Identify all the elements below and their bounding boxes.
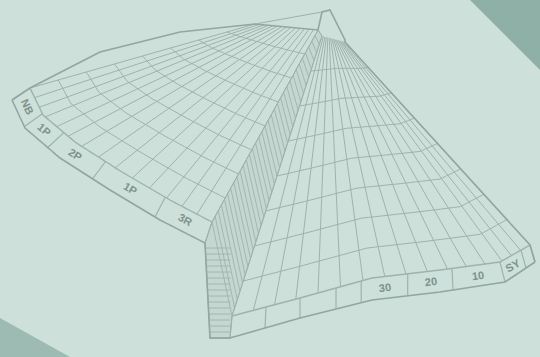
drawing-line: [243, 220, 507, 281]
drawing-line: [68, 26, 277, 136]
drawing-line: [86, 72, 238, 174]
drawing-line: [205, 222, 212, 243]
drawing-line: [240, 171, 256, 242]
drawing-line: [452, 268, 453, 290]
drawing-line: [277, 144, 438, 177]
table-corner: [470, 0, 540, 70]
drawing-line: [231, 188, 248, 267]
drawing-line: [209, 320, 230, 321]
drawing-line: [361, 281, 362, 303]
drawing-line: [312, 41, 317, 52]
drawing-line: [206, 254, 231, 255]
drawing-line: [12, 100, 205, 243]
drawing-line: [246, 160, 261, 226]
drawing-line: [268, 120, 280, 167]
drawing-line: [82, 27, 282, 147]
drawing-line: [345, 42, 535, 262]
drawing-line: [284, 92, 293, 127]
drawing-line: [132, 28, 295, 178]
drawing-line: [205, 30, 322, 338]
drawing-line: [249, 154, 263, 217]
table-corner: [0, 318, 70, 357]
drawing-line: [199, 40, 292, 78]
section-label: 20: [424, 276, 437, 288]
drawing-line: [521, 250, 526, 268]
drawing-line: [335, 288, 336, 309]
drawing-line: [318, 30, 322, 36]
section-label: 30: [378, 281, 391, 293]
drawing-line: [300, 93, 392, 106]
drawing-line: [206, 260, 231, 261]
section-label: 10: [471, 269, 485, 282]
drawing-line: [234, 183, 251, 259]
drawing-line: [227, 32, 305, 54]
drawing-line: [209, 326, 230, 327]
drawing-line: [210, 332, 231, 333]
drawing-line: [293, 75, 301, 102]
drawing-line: [315, 36, 320, 45]
drawing-line: [271, 115, 282, 160]
drawing-line: [205, 243, 230, 338]
drawing-line: [143, 56, 266, 126]
drawing-line: [299, 298, 300, 318]
drawing-line: [287, 87, 296, 119]
drawing-line: [232, 245, 530, 316]
drawing-line: [302, 58, 308, 77]
drawing-line: [228, 194, 246, 275]
drawing-line: [255, 12, 322, 24]
drawing-line: [114, 64, 251, 150]
drawing-line: [407, 274, 408, 296]
drawing-line: [281, 98, 291, 135]
drawing-line: [207, 284, 230, 285]
drawing-line: [12, 10, 345, 100]
drawing-line: [206, 266, 230, 267]
drawing-line: [266, 169, 461, 211]
drawing-line: [215, 216, 235, 307]
drawing-line: [207, 278, 231, 279]
drawing-line: [290, 81, 298, 110]
drawing-line: [208, 296, 231, 297]
drawing-line: [274, 109, 285, 151]
drawing-line: [230, 262, 535, 338]
drawing-line: [207, 272, 231, 273]
drawing-line: [208, 290, 231, 291]
drawing-line: [311, 67, 368, 71]
drawing-line: [309, 47, 315, 61]
drawing-line: [265, 307, 266, 328]
drawing-line: [58, 80, 225, 198]
drawing-line: [208, 308, 230, 309]
drawing-line: [205, 248, 230, 249]
drawing-line: [209, 314, 231, 315]
drawing-line: [155, 197, 165, 217]
drawing-line: [208, 302, 230, 303]
drawing-line: [115, 27, 291, 167]
drawing-line: [278, 103, 288, 143]
grid-lines: [12, 10, 535, 338]
drawing-line: [243, 166, 258, 234]
drawing-line: [48, 133, 64, 148]
drawing-line: [306, 53, 312, 69]
drawing-line: [171, 48, 279, 102]
drawing-line: [288, 118, 414, 141]
drawing-line: [230, 316, 232, 338]
drawing-line: [93, 162, 106, 179]
drawing-line: [237, 177, 253, 250]
drawing-line: [255, 194, 484, 246]
